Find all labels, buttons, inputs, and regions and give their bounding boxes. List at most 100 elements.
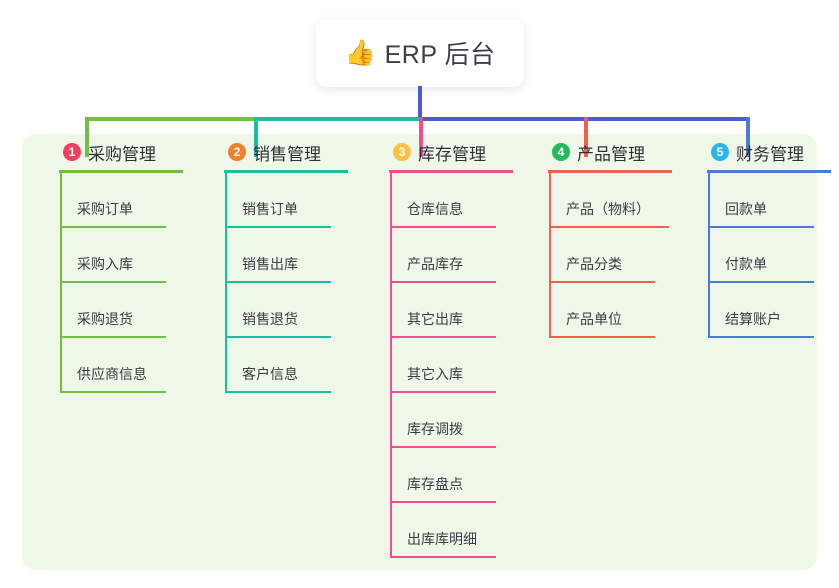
branch-item-label: 销售出库 — [242, 256, 298, 272]
branch-item-rule — [227, 336, 331, 338]
branch-item[interactable]: 供应商信息 — [60, 338, 203, 393]
branch-item-label: 其它出库 — [407, 311, 463, 327]
branch-item-rule — [392, 556, 496, 558]
branch-item[interactable]: 产品库存 — [390, 228, 533, 283]
root-node-title: ERP 后台 — [384, 41, 496, 69]
branch-item-label: 采购订单 — [77, 201, 133, 217]
branch-item-rule — [62, 336, 166, 338]
branch-item-rule — [392, 336, 496, 338]
branch-item-rule — [710, 226, 814, 228]
branch-header-3[interactable]: 3 库存管理 — [370, 134, 533, 170]
branch-title-2: 销售管理 — [253, 144, 321, 164]
branch-header-2[interactable]: 2 销售管理 — [205, 134, 368, 170]
branch-item[interactable]: 销售退货 — [225, 283, 368, 338]
branch-title-4: 产品管理 — [577, 144, 645, 164]
branch-item[interactable]: 回款单 — [708, 173, 839, 228]
root-node-erp-backend[interactable]: 👍 ERP 后台 — [316, 19, 524, 87]
branch-rule-1 — [59, 170, 183, 173]
branch-item[interactable]: 库存调拨 — [390, 393, 533, 448]
branch-column-2: 2 销售管理销售订单销售出库销售退货客户信息 — [205, 134, 368, 393]
branch-item-label: 结算账户 — [725, 311, 781, 327]
branch-item-rule — [551, 281, 655, 283]
branch-spine-5 — [708, 173, 710, 338]
branches-panel — [22, 134, 817, 570]
branch-item-label: 其它入库 — [407, 366, 463, 382]
branch-spine-4 — [549, 173, 551, 338]
branch-item-rule — [392, 391, 496, 393]
branch-item[interactable]: 产品分类 — [549, 228, 692, 283]
branch-item-rule — [227, 391, 331, 393]
branch-item-label: 出库库明细 — [407, 531, 477, 547]
branch-badge-3: 3 — [393, 143, 411, 161]
branch-item-label: 回款单 — [725, 201, 767, 217]
branch-item-label: 采购入库 — [77, 256, 133, 272]
branch-item[interactable]: 库存盘点 — [390, 448, 533, 503]
branch-rule-4 — [548, 170, 672, 173]
branch-item-rule — [710, 281, 814, 283]
branch-item-rule — [227, 281, 331, 283]
branch-item-rule — [392, 446, 496, 448]
branch-spine-1 — [60, 173, 62, 393]
branch-item[interactable]: 采购订单 — [60, 173, 203, 228]
branch-item[interactable]: 其它入库 — [390, 338, 533, 393]
branch-item[interactable]: 仓库信息 — [390, 173, 533, 228]
branch-item[interactable]: 产品（物料） — [549, 173, 692, 228]
branch-rule-3 — [389, 170, 513, 173]
branch-title-3: 库存管理 — [418, 144, 486, 164]
branch-spine-3 — [390, 173, 392, 558]
branch-item-label: 销售退货 — [242, 311, 298, 327]
connector-segment-1 — [85, 117, 256, 121]
branch-item-label: 仓库信息 — [407, 201, 463, 217]
branch-item[interactable]: 采购入库 — [60, 228, 203, 283]
branch-items-5: 回款单付款单结算账户 — [708, 173, 839, 338]
branch-item[interactable]: 产品单位 — [549, 283, 692, 338]
branch-item-label: 付款单 — [725, 256, 767, 272]
branch-badge-1: 1 — [63, 143, 81, 161]
branch-item-label: 产品（物料） — [566, 201, 650, 217]
branch-item-rule — [392, 281, 496, 283]
branch-item[interactable]: 结算账户 — [708, 283, 839, 338]
branch-item-label: 产品分类 — [566, 256, 622, 272]
branch-item[interactable]: 销售出库 — [225, 228, 368, 283]
branch-items-3: 仓库信息产品库存其它出库其它入库库存调拨库存盘点出库库明细 — [390, 173, 533, 558]
root-connector-vertical — [418, 86, 422, 120]
branch-item-label: 供应商信息 — [77, 366, 147, 382]
branch-rule-2 — [224, 170, 348, 173]
thumbs-up-icon: 👍 — [344, 38, 376, 67]
branch-item-rule — [710, 336, 814, 338]
branch-item-rule — [392, 501, 496, 503]
branch-item-label: 产品单位 — [566, 311, 622, 327]
branch-item-rule — [392, 226, 496, 228]
branch-item-rule — [62, 281, 166, 283]
branch-item-label: 采购退货 — [77, 311, 133, 327]
branch-spine-2 — [225, 173, 227, 393]
branch-columns: 1 采购管理采购订单采购入库采购退货供应商信息 2 销售管理销售订单销售出库销售退货客… — [22, 134, 831, 570]
branch-item[interactable]: 客户信息 — [225, 338, 368, 393]
branch-item[interactable]: 其它出库 — [390, 283, 533, 338]
connector-drop-4 — [584, 117, 588, 157]
branch-item-rule — [227, 226, 331, 228]
branch-header-1[interactable]: 1 采购管理 — [40, 134, 203, 170]
branch-item-label: 客户信息 — [242, 366, 298, 382]
branch-column-1: 1 采购管理采购订单采购入库采购退货供应商信息 — [40, 134, 203, 393]
branch-item[interactable]: 付款单 — [708, 228, 839, 283]
branch-item-rule — [62, 226, 166, 228]
branch-badge-2: 2 — [228, 143, 246, 161]
connector-drop-2 — [254, 117, 258, 157]
branch-item[interactable]: 采购退货 — [60, 283, 203, 338]
branch-item-label: 库存调拨 — [407, 421, 463, 437]
branch-item-label: 产品库存 — [407, 256, 463, 272]
branch-item-label: 库存盘点 — [407, 476, 463, 492]
branch-item[interactable]: 出库库明细 — [390, 503, 533, 558]
branch-title-1: 采购管理 — [88, 144, 156, 164]
connector-drop-1 — [85, 117, 89, 157]
branch-item[interactable]: 销售订单 — [225, 173, 368, 228]
branch-rule-5 — [707, 170, 831, 173]
connector-drop-5 — [746, 117, 750, 157]
branch-items-4: 产品（物料） 产品分类产品单位 — [549, 173, 692, 338]
